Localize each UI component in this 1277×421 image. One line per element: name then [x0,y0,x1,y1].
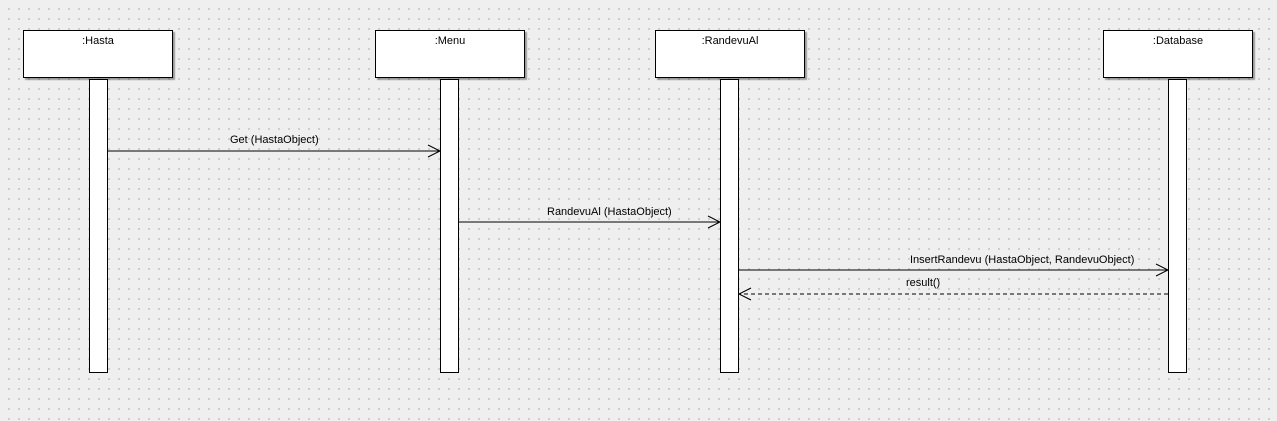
message-randevual-arrow[interactable] [459,215,722,229]
participant-hasta-label: :Hasta [82,35,114,47]
participant-database[interactable]: :Database [1103,30,1253,78]
activation-bar-randevual[interactable] [720,79,739,373]
message-result-label: result() [906,277,941,289]
message-randevual-label: RandevuAl (HastaObject) [547,206,672,218]
message-insertrandevu-arrow[interactable] [739,263,1170,277]
participant-hasta[interactable]: :Hasta [23,30,173,78]
message-get-arrow[interactable] [108,144,442,158]
participant-menu[interactable]: :Menu [375,30,525,78]
participant-randevual-label: :RandevuAl [701,35,759,47]
message-result-return-arrow[interactable] [737,287,1168,301]
participant-database-label: :Database [1152,35,1204,47]
activation-bar-database[interactable] [1168,79,1187,373]
participant-menu-label: :Menu [434,35,466,47]
activation-bar-hasta[interactable] [89,79,108,373]
message-get-label: Get (HastaObject) [230,134,319,146]
message-insertrandevu-label: InsertRandevu (HastaObject, RandevuObjec… [910,254,1135,266]
activation-bar-menu[interactable] [440,79,459,373]
participant-randevual[interactable]: :RandevuAl [655,30,805,78]
